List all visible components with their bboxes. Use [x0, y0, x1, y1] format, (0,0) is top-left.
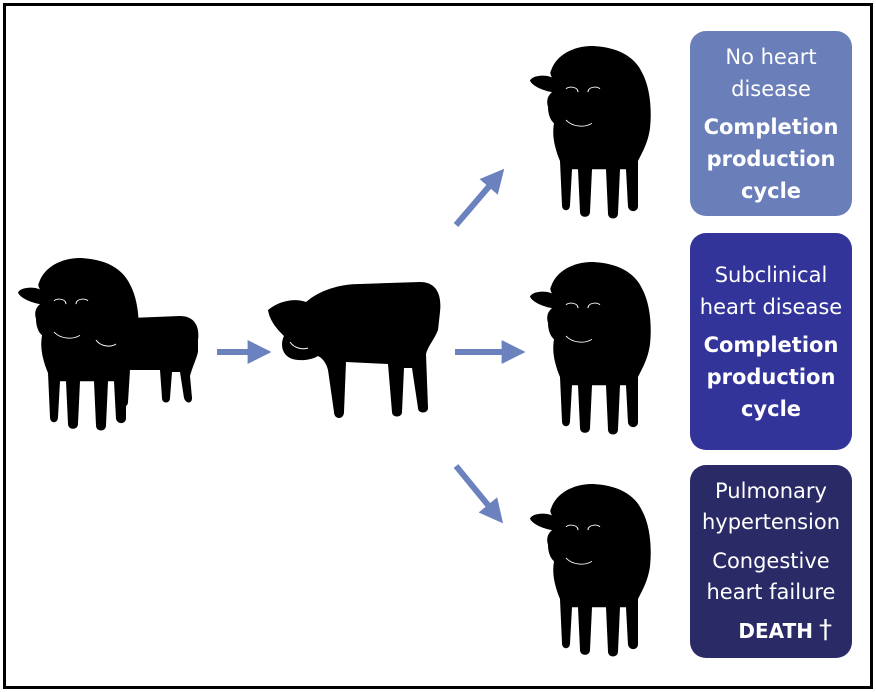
status-text: No heart disease: [725, 44, 817, 101]
outcome-text: Completion production cycle: [703, 332, 839, 421]
death-label: DEATH†: [696, 614, 846, 647]
cow-icon: [529, 483, 652, 657]
condition-text: Pulmonary hypertension: [701, 479, 841, 534]
outcome-text: Completion production cycle: [703, 114, 839, 203]
death-text: DEATH: [738, 619, 813, 643]
cow-icon: [529, 45, 652, 219]
cow-icon: [529, 261, 652, 435]
arrow-icon: [453, 168, 505, 227]
outcome-box-clinical: Pulmonary hypertension Congestive heart …: [690, 465, 852, 658]
arrow-icon: [453, 464, 504, 524]
outcome-box-no-disease: No heart disease Completion production c…: [690, 31, 852, 216]
condition-text: Congestive heart failure: [706, 549, 836, 604]
status-text: Subclinical heart disease: [699, 262, 843, 319]
outcome-box-subclinical: Subclinical heart disease Completion pro…: [690, 233, 852, 450]
cross-icon: †: [819, 615, 832, 645]
calf-icon: [268, 282, 441, 418]
cow-with-calf-icon: [17, 257, 199, 431]
